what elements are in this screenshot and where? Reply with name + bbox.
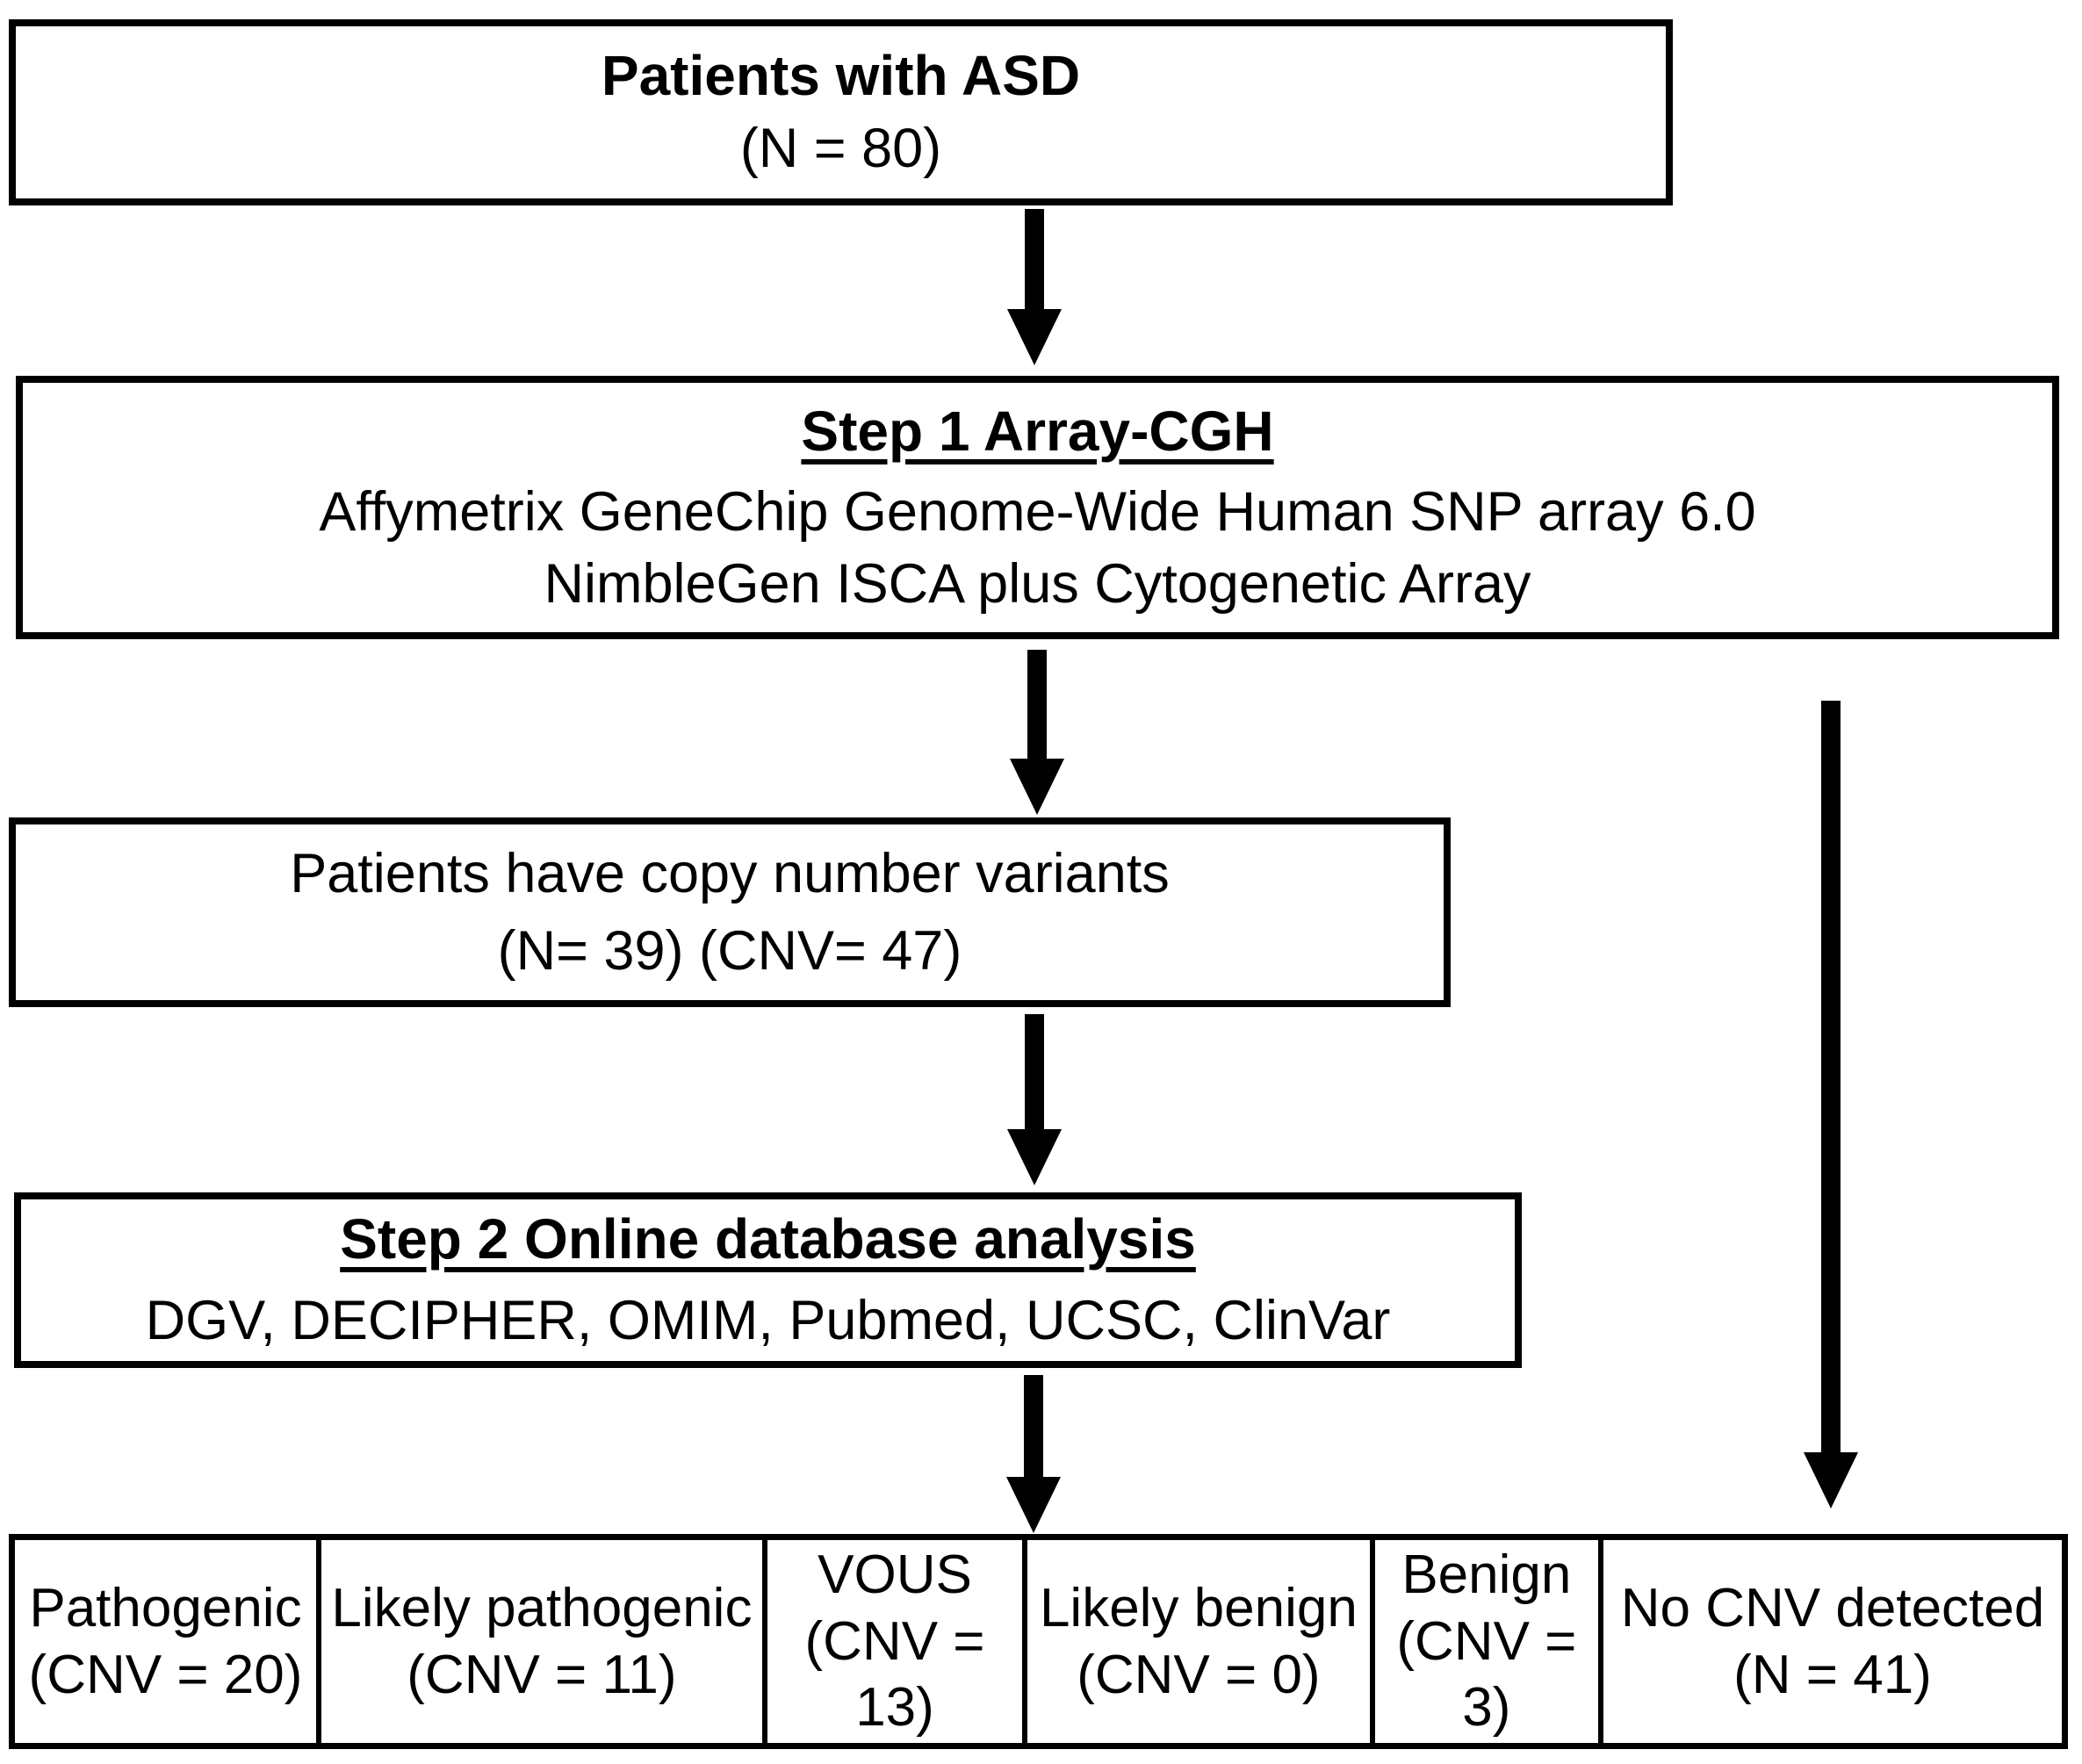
cnv-box-line-1: Patients have copy number variants [290, 842, 1170, 904]
down-arrow-step1-to-cnv [1010, 650, 1064, 815]
arrow-head [1007, 309, 1062, 365]
step1-box-line-1: Affymetrix GeneChip Genome-Wide Human SN… [319, 480, 1756, 543]
patients-with-asd-box: Patients with ASD (N = 80) [9, 19, 1673, 205]
result-value: (CNV = 3) [1396, 1610, 1577, 1739]
step2-box-line-1: DGV, DECIPHER, OMIM, Pubmed, UCSC, ClinV… [145, 1289, 1391, 1351]
step2-box-title: Step 2 Online database analysis [340, 1207, 1196, 1271]
step1-box-title: Step 1 Array-CGH [801, 399, 1274, 463]
result-cell-likely-pathogenic: Likely pathogenic (CNV = 11) [321, 1540, 767, 1743]
classification-results-row: Pathogenic (CNV = 20) Likely pathogenic … [9, 1534, 2068, 1749]
step1-box-line-2: NimbleGen ISCA plus Cytogenetic Array [544, 552, 1531, 615]
arrow-head [1804, 1452, 1858, 1508]
result-label: Benign [1401, 1544, 1572, 1606]
result-value: (CNV = 0) [1077, 1644, 1321, 1705]
result-cell-likely-benign: Likely benign (CNV = 0) [1027, 1540, 1375, 1743]
arrow-shaft [1027, 650, 1047, 759]
step2-online-database-box: Step 2 Online database analysis DGV, DEC… [14, 1192, 1522, 1368]
patients-box-count: (N = 80) [739, 117, 942, 179]
arrow-head [1007, 1129, 1062, 1185]
result-value: (CNV = 13) [804, 1610, 985, 1739]
arrow-head [1010, 759, 1064, 815]
result-value: (CNV = 20) [28, 1644, 303, 1705]
result-label: No CNV detected [1620, 1577, 2045, 1638]
down-arrow-step2-to-results [1006, 1375, 1061, 1533]
arrow-shaft [1821, 701, 1841, 1452]
down-arrow-step1-to-no-cnv-detected [1804, 701, 1858, 1508]
result-cell-benign: Benign (CNV = 3) [1375, 1540, 1604, 1743]
arrow-shaft [1025, 1014, 1044, 1129]
result-label: Likely benign [1039, 1577, 1358, 1638]
result-value: (N = 41) [1733, 1644, 1932, 1705]
cnv-box-line-2: (N= 39) (CNV= 47) [497, 920, 962, 982]
result-label: Pathogenic [29, 1577, 302, 1638]
down-arrow-cnv-to-step2 [1007, 1014, 1062, 1185]
arrow-shaft [1024, 1375, 1043, 1477]
step1-array-cgh-box: Step 1 Array-CGH Affymetrix GeneChip Gen… [16, 376, 2059, 639]
patients-box-title: Patients with ASD [601, 44, 1081, 108]
arrow-head [1006, 1477, 1061, 1533]
copy-number-variants-box: Patients have copy number variants (N= 3… [9, 817, 1451, 1007]
result-cell-no-cnv-detected: No CNV detected (N = 41) [1603, 1540, 2062, 1743]
result-cell-pathogenic: Pathogenic (CNV = 20) [15, 1540, 321, 1743]
result-label: Likely pathogenic [331, 1577, 753, 1638]
result-cell-vous: VOUS (CNV = 13) [767, 1540, 1028, 1743]
result-label: VOUS [818, 1544, 972, 1606]
arrow-shaft [1025, 209, 1044, 309]
result-value: (CNV = 11) [407, 1644, 677, 1705]
down-arrow-patients-to-step1 [1007, 209, 1062, 365]
